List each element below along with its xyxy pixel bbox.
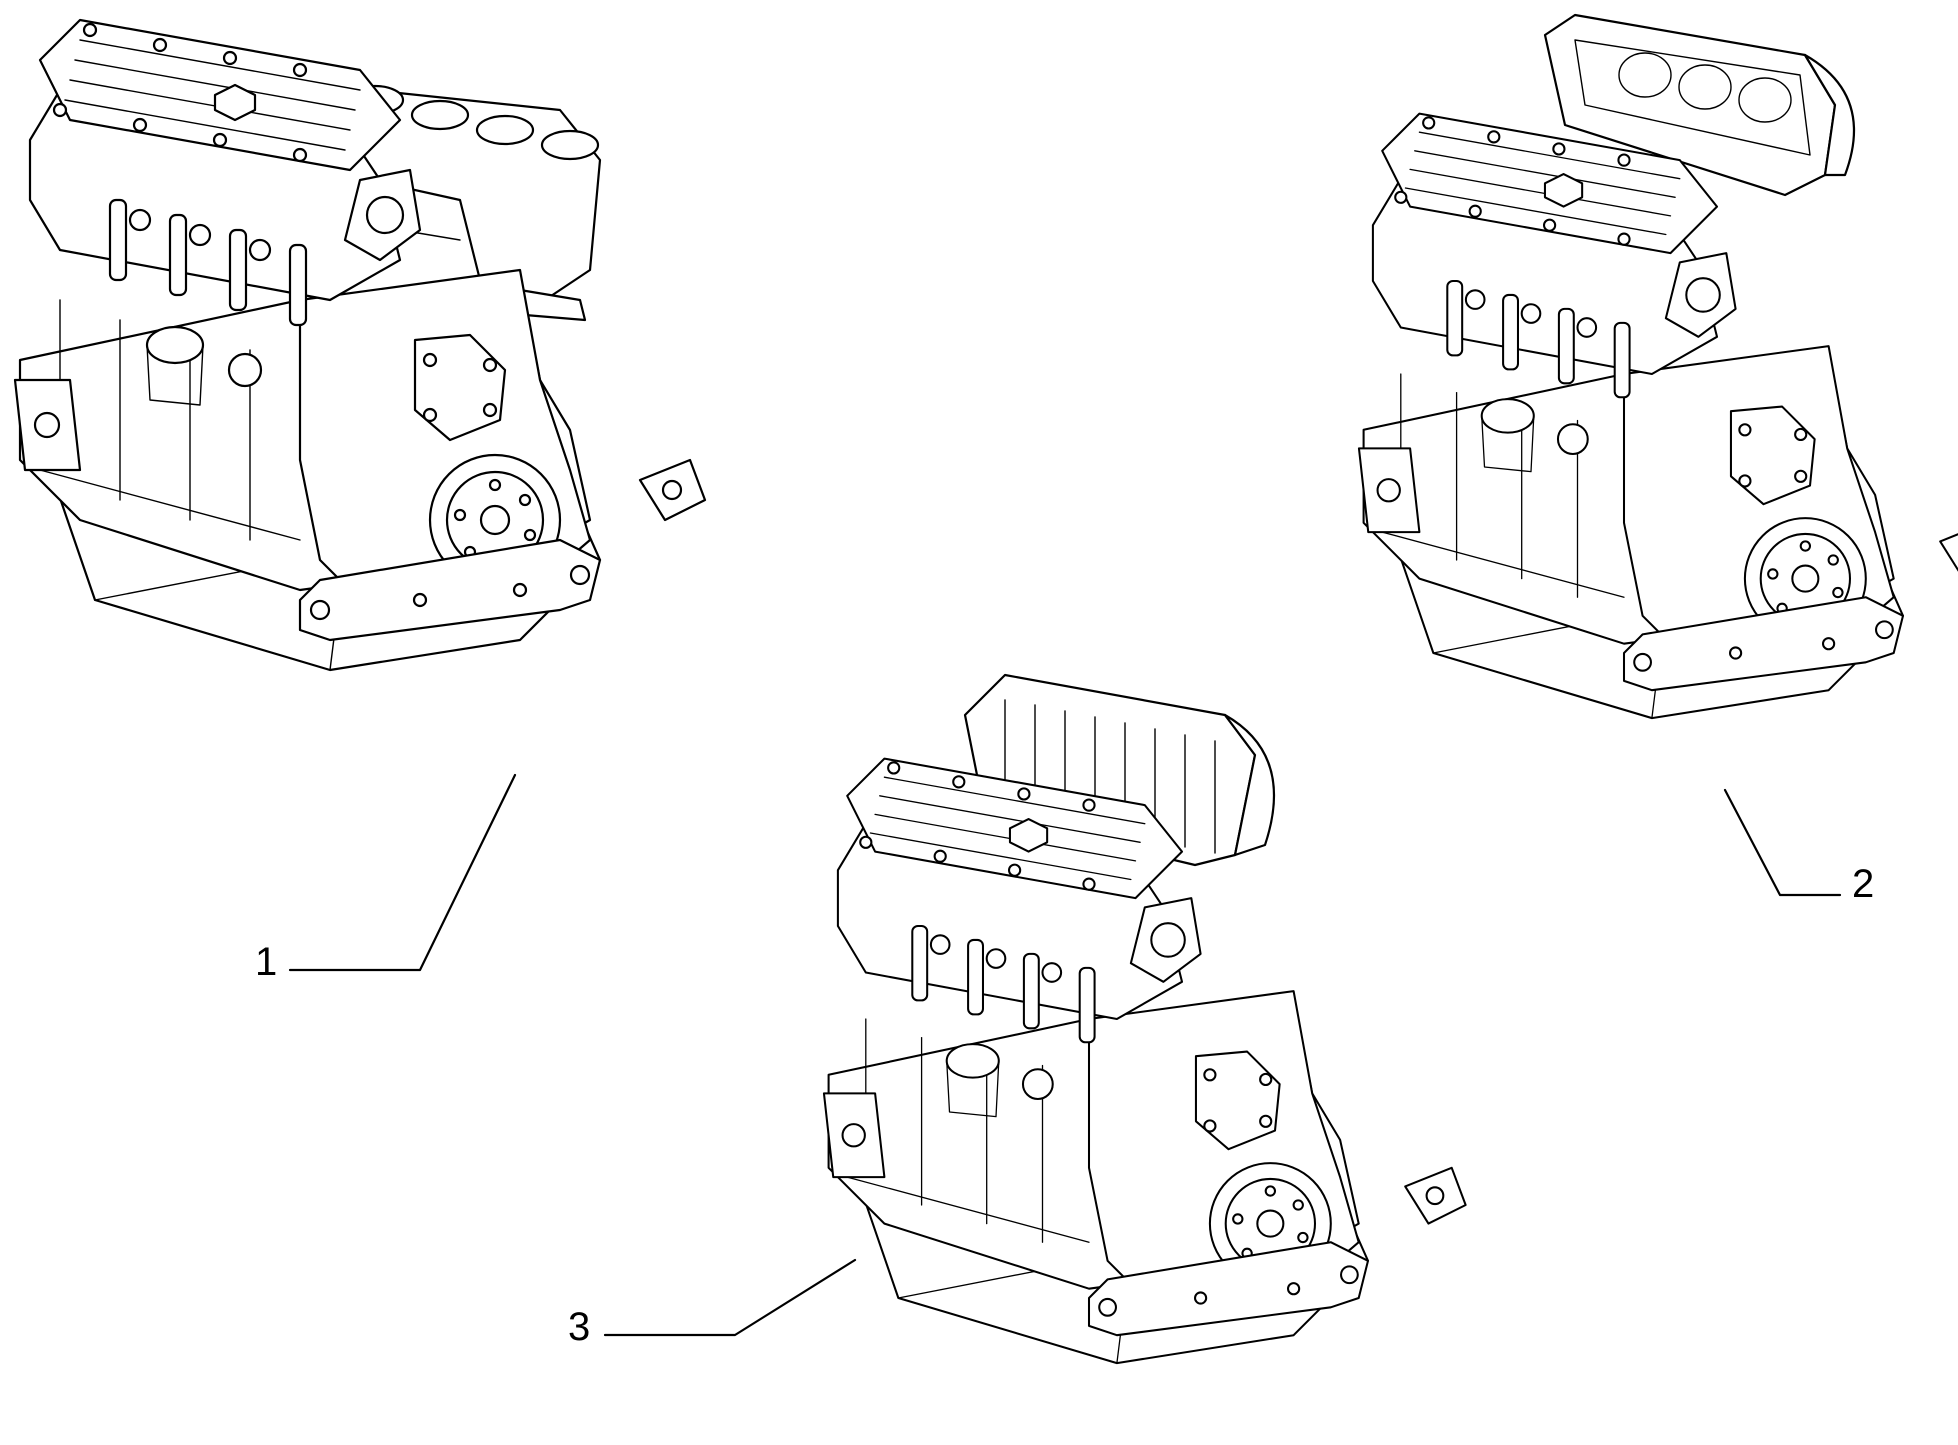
leader-line-1 [288, 773, 517, 972]
callout-label-3: 3 [568, 1305, 590, 1349]
engine-1-drawing [13, 18, 707, 672]
engine-3-drawing [822, 673, 1467, 1365]
engine-2-drawing [1357, 13, 1958, 720]
leader-line-2 [1723, 788, 1842, 897]
callout-label-1: 1 [255, 940, 277, 984]
callout-label-2: 2 [1852, 862, 1874, 906]
leader-line-3 [603, 1258, 857, 1337]
